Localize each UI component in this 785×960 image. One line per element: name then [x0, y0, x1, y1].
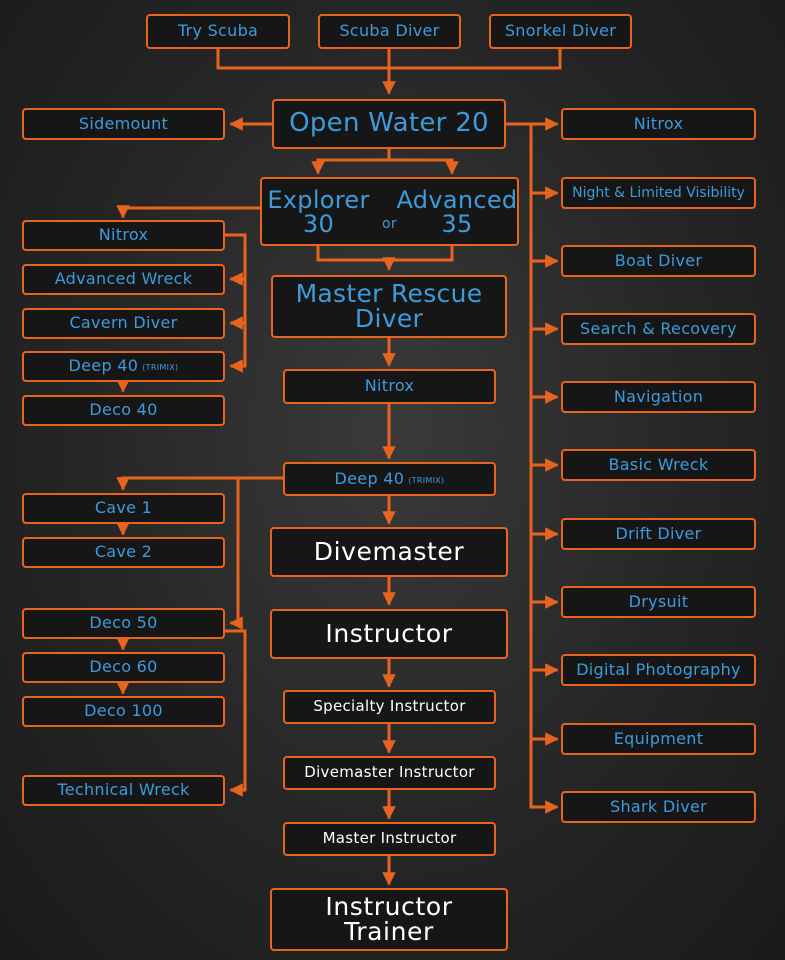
- drift-diver-label: Drift Diver: [615, 523, 702, 543]
- equipment-label: Equipment: [613, 728, 704, 748]
- advanced-wreck-label: Advanced Wreck: [54, 269, 193, 289]
- instructor-trainer-line2: Trainer: [344, 916, 434, 946]
- drysuit-box: Drysuit: [561, 586, 756, 618]
- scuba-diver-box: Scuba Diver: [318, 14, 461, 49]
- advanced-option: Advanced 35: [395, 188, 519, 236]
- nitrox-right-label: Nitrox: [633, 113, 684, 133]
- cave2-label: Cave 2: [94, 542, 153, 562]
- equipment-box: Equipment: [561, 723, 756, 755]
- drysuit-label: Drysuit: [628, 591, 689, 611]
- try-scuba-box: Try Scuba: [146, 14, 290, 49]
- search-recovery-label: Search & Recovery: [580, 318, 737, 338]
- sidemount-box: Sidemount: [22, 108, 225, 140]
- night-limited-visibility-box: Night & Limited Visibility: [561, 177, 756, 209]
- search-recovery-box: Search & Recovery: [561, 313, 756, 345]
- divemaster-label: Divemaster: [313, 536, 465, 566]
- deep40-main-label: Deep 40: [334, 468, 405, 488]
- deco50-box: Deco 50: [22, 608, 225, 639]
- try-scuba-label: Try Scuba: [177, 21, 259, 41]
- basic-wreck-label: Basic Wreck: [608, 454, 709, 474]
- explorer-option: Explorer 30: [266, 188, 371, 236]
- snorkel-diver-box: Snorkel Diver: [489, 14, 632, 49]
- cave2-box: Cave 2: [22, 537, 225, 568]
- cavern-diver-box: Cavern Diver: [22, 308, 225, 339]
- shark-diver-label: Shark Diver: [610, 796, 707, 816]
- advanced-depth: 35: [441, 210, 473, 238]
- nitrox-left-label: Nitrox: [98, 225, 149, 245]
- nitrox-main-box: Nitrox: [283, 369, 496, 404]
- cave1-label: Cave 1: [94, 498, 153, 518]
- boat-diver-box: Boat Diver: [561, 245, 756, 277]
- snorkel-diver-label: Snorkel Diver: [504, 21, 617, 41]
- deco50-label: Deco 50: [89, 613, 158, 633]
- digital-photography-box: Digital Photography: [561, 654, 756, 686]
- scuba-diver-label: Scuba Diver: [339, 21, 440, 41]
- or-label: or: [382, 216, 397, 232]
- master-rescue-line1: Master Rescue: [295, 279, 483, 308]
- advanced-label: Advanced: [396, 186, 518, 214]
- explorer-depth: 30: [302, 210, 335, 238]
- boat-diver-label: Boat Diver: [614, 250, 703, 270]
- master-instructor-box: Master Instructor: [283, 822, 496, 856]
- instructor-trainer-box: Instructor Trainer: [270, 888, 508, 951]
- sidemount-label: Sidemount: [78, 113, 169, 133]
- nitrox-left-box: Nitrox: [22, 220, 225, 251]
- master-instructor-label: Master Instructor: [322, 829, 457, 848]
- deco60-label: Deco 60: [89, 657, 158, 677]
- technical-wreck-label: Technical Wreck: [57, 780, 190, 800]
- specialty-instructor-label: Specialty Instructor: [313, 697, 466, 716]
- explorer-advanced-box: Explorer 30 or Advanced 35: [260, 177, 519, 246]
- divemaster-instructor-label: Divemaster Instructor: [304, 763, 475, 782]
- deco40-label: Deco 40: [89, 400, 158, 420]
- deco40-box: Deco 40: [22, 395, 225, 426]
- specialty-instructor-box: Specialty Instructor: [283, 690, 496, 724]
- cavern-diver-label: Cavern Diver: [69, 313, 178, 333]
- navigation-label: Navigation: [613, 386, 704, 406]
- nitrox-main-label: Nitrox: [364, 376, 415, 396]
- deep40-left-box: Deep 40(TRIMIX): [22, 351, 225, 382]
- night-limited-visibility-label: Night & Limited Visibility: [572, 184, 745, 201]
- deep40-left-sup: (TRIMIX): [142, 363, 179, 373]
- drift-diver-box: Drift Diver: [561, 518, 756, 550]
- open-water-box: Open Water 20: [272, 99, 506, 149]
- master-rescue-diver-box: Master Rescue Diver: [271, 275, 507, 338]
- instructor-box: Instructor: [270, 609, 508, 659]
- instructor-trainer-line1: Instructor: [325, 892, 453, 921]
- deco100-box: Deco 100: [22, 696, 225, 727]
- nitrox-right-box: Nitrox: [561, 108, 756, 140]
- shark-diver-box: Shark Diver: [561, 791, 756, 823]
- navigation-box: Navigation: [561, 381, 756, 413]
- deep40-main-sup: (TRIMIX): [408, 475, 445, 485]
- divemaster-box: Divemaster: [270, 527, 508, 577]
- instructor-label: Instructor: [325, 618, 453, 648]
- divemaster-instructor-box: Divemaster Instructor: [283, 756, 496, 790]
- advanced-wreck-box: Advanced Wreck: [22, 264, 225, 295]
- open-water-label: Open Water 20: [289, 108, 489, 139]
- explorer-label: Explorer: [267, 186, 370, 214]
- deep40-main-box: Deep 40(TRIMIX): [283, 462, 496, 496]
- basic-wreck-box: Basic Wreck: [561, 449, 756, 481]
- digital-photography-label: Digital Photography: [576, 659, 741, 679]
- cave1-box: Cave 1: [22, 493, 225, 524]
- deep40-left-label: Deep 40: [68, 356, 139, 376]
- deco100-label: Deco 100: [84, 701, 163, 721]
- master-rescue-line2: Diver: [354, 303, 424, 333]
- deco60-box: Deco 60: [22, 652, 225, 683]
- technical-wreck-box: Technical Wreck: [22, 775, 225, 806]
